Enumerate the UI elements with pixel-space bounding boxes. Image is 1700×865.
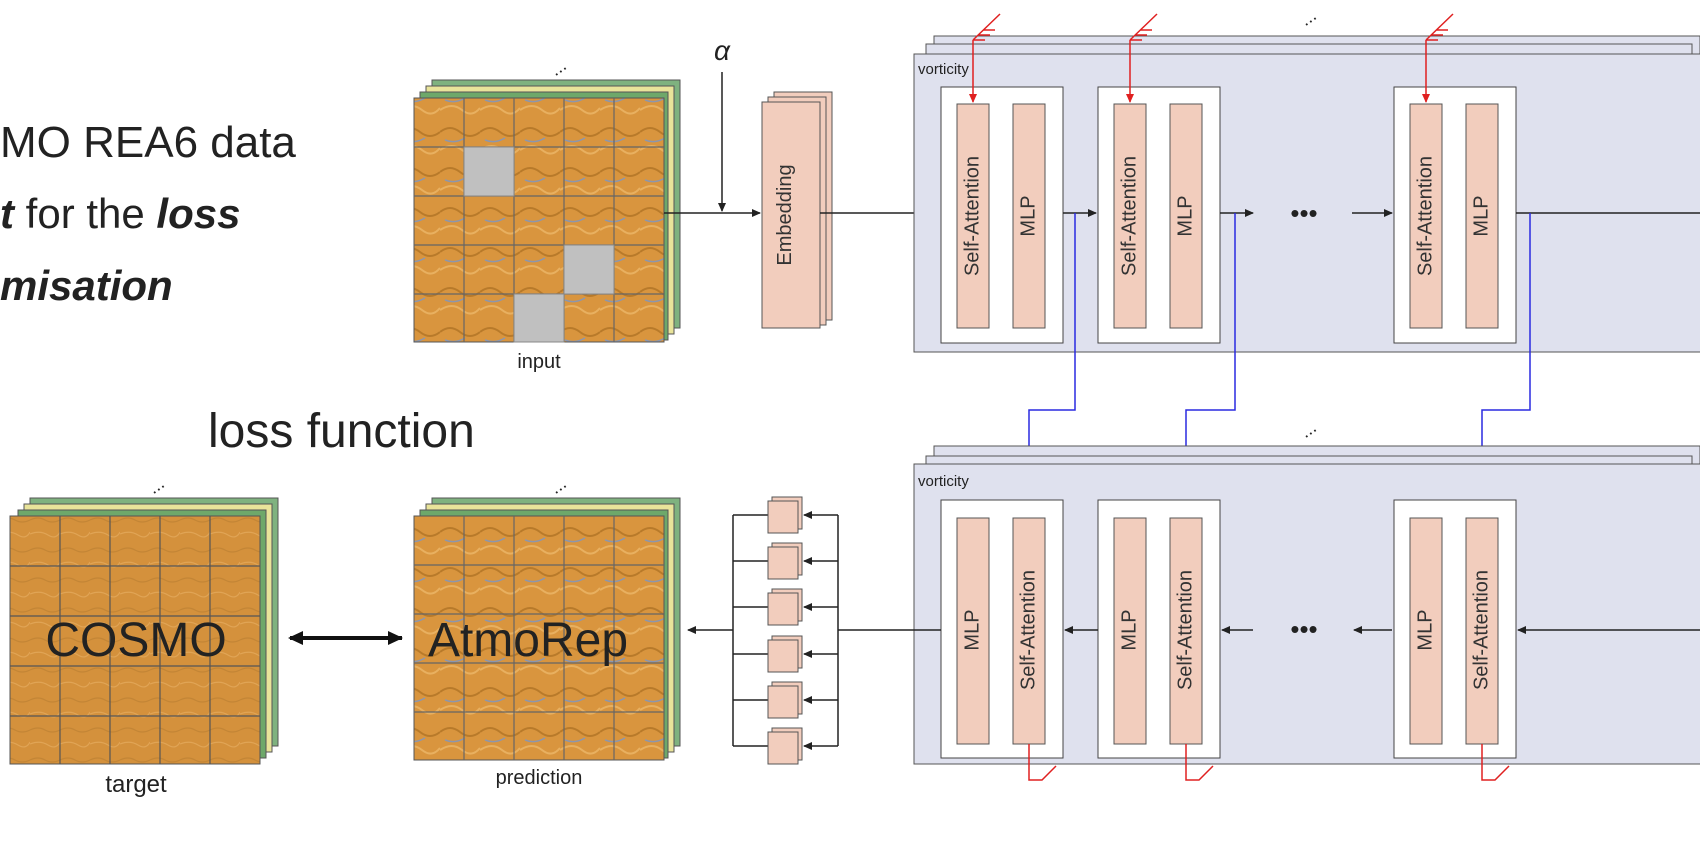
- decoder-block-3: MLP Self-Attention: [1393, 499, 1517, 759]
- encoder-panel: vorticity ... Self-Attention MLP Self-At…: [913, 5, 1700, 353]
- input-stack-dots: ...: [546, 55, 570, 80]
- target-stack: ... COSMO target: [9, 473, 279, 798]
- mlp-label: MLP: [1470, 195, 1492, 236]
- tail-cube: [733, 542, 838, 580]
- target-stack-dots: ...: [144, 473, 168, 498]
- tail-cube: [733, 635, 838, 673]
- encoder-block-3: Self-Attention MLP: [1393, 86, 1517, 344]
- mlp-label: MLP: [1017, 195, 1039, 236]
- text-line-2: t for the loss: [0, 190, 241, 237]
- encoder-block-1: Self-Attention MLP: [940, 86, 1064, 344]
- encoder-vorticity-label: vorticity: [918, 61, 969, 78]
- encoder-stack-dots: ...: [1296, 5, 1320, 30]
- decoder-block-1: MLP Self-Attention: [940, 499, 1064, 759]
- red-output-arrows: [1028, 744, 1510, 781]
- tail-network: [687, 496, 839, 765]
- tail-cube: [733, 681, 838, 719]
- decoder-block-2: MLP Self-Attention: [1097, 499, 1221, 759]
- masked-patch: [513, 293, 565, 343]
- masked-patch: [563, 244, 615, 295]
- loss-function-label: loss function: [208, 405, 475, 458]
- decoder-vorticity-label: vorticity: [918, 473, 969, 490]
- self-attention-label: Self-Attention: [1470, 570, 1492, 690]
- mlp-label: MLP: [1174, 195, 1196, 236]
- decoder-stack-dots: ...: [1296, 417, 1320, 442]
- mlp-label: MLP: [961, 609, 983, 650]
- cosmo-label: COSMO: [45, 614, 226, 667]
- atmorep-label: AtmoRep: [428, 614, 628, 667]
- tail-cube: [733, 727, 838, 765]
- target-label: target: [105, 771, 167, 798]
- mlp-label: MLP: [1118, 609, 1140, 650]
- encoder-block-2: Self-Attention MLP: [1097, 86, 1221, 344]
- prediction-label: prediction: [496, 767, 583, 789]
- prediction-stack-dots: ...: [546, 473, 570, 498]
- embedding-block: Embedding: [761, 91, 833, 329]
- input-label: input: [517, 351, 561, 373]
- self-attention-label: Self-Attention: [961, 156, 983, 276]
- red-cross-arrows: [969, 13, 1454, 103]
- alpha-label: α: [714, 35, 731, 66]
- self-attention-label: Self-Attention: [1118, 156, 1140, 276]
- self-attention-label: Self-Attention: [1414, 156, 1436, 276]
- encoder-ellipsis: •••: [1290, 198, 1317, 228]
- mlp-label: MLP: [1414, 609, 1436, 650]
- embedding-label: Embedding: [774, 164, 796, 265]
- input-stack: ... input: [413, 55, 681, 373]
- prediction-stack: ... AtmoRep prediction: [413, 473, 681, 789]
- text-line-3: misation: [0, 262, 173, 309]
- tail-cube: [733, 588, 838, 626]
- masked-patch: [463, 146, 515, 197]
- text-line-1: MO REA6 data: [0, 118, 296, 167]
- decoder-panel: vorticity ... MLP Self-Attention MLP Sel…: [913, 417, 1700, 765]
- tail-cube: [733, 496, 838, 534]
- decoder-ellipsis: •••: [1290, 614, 1317, 644]
- self-attention-label: Self-Attention: [1017, 570, 1039, 690]
- self-attention-label: Self-Attention: [1174, 570, 1196, 690]
